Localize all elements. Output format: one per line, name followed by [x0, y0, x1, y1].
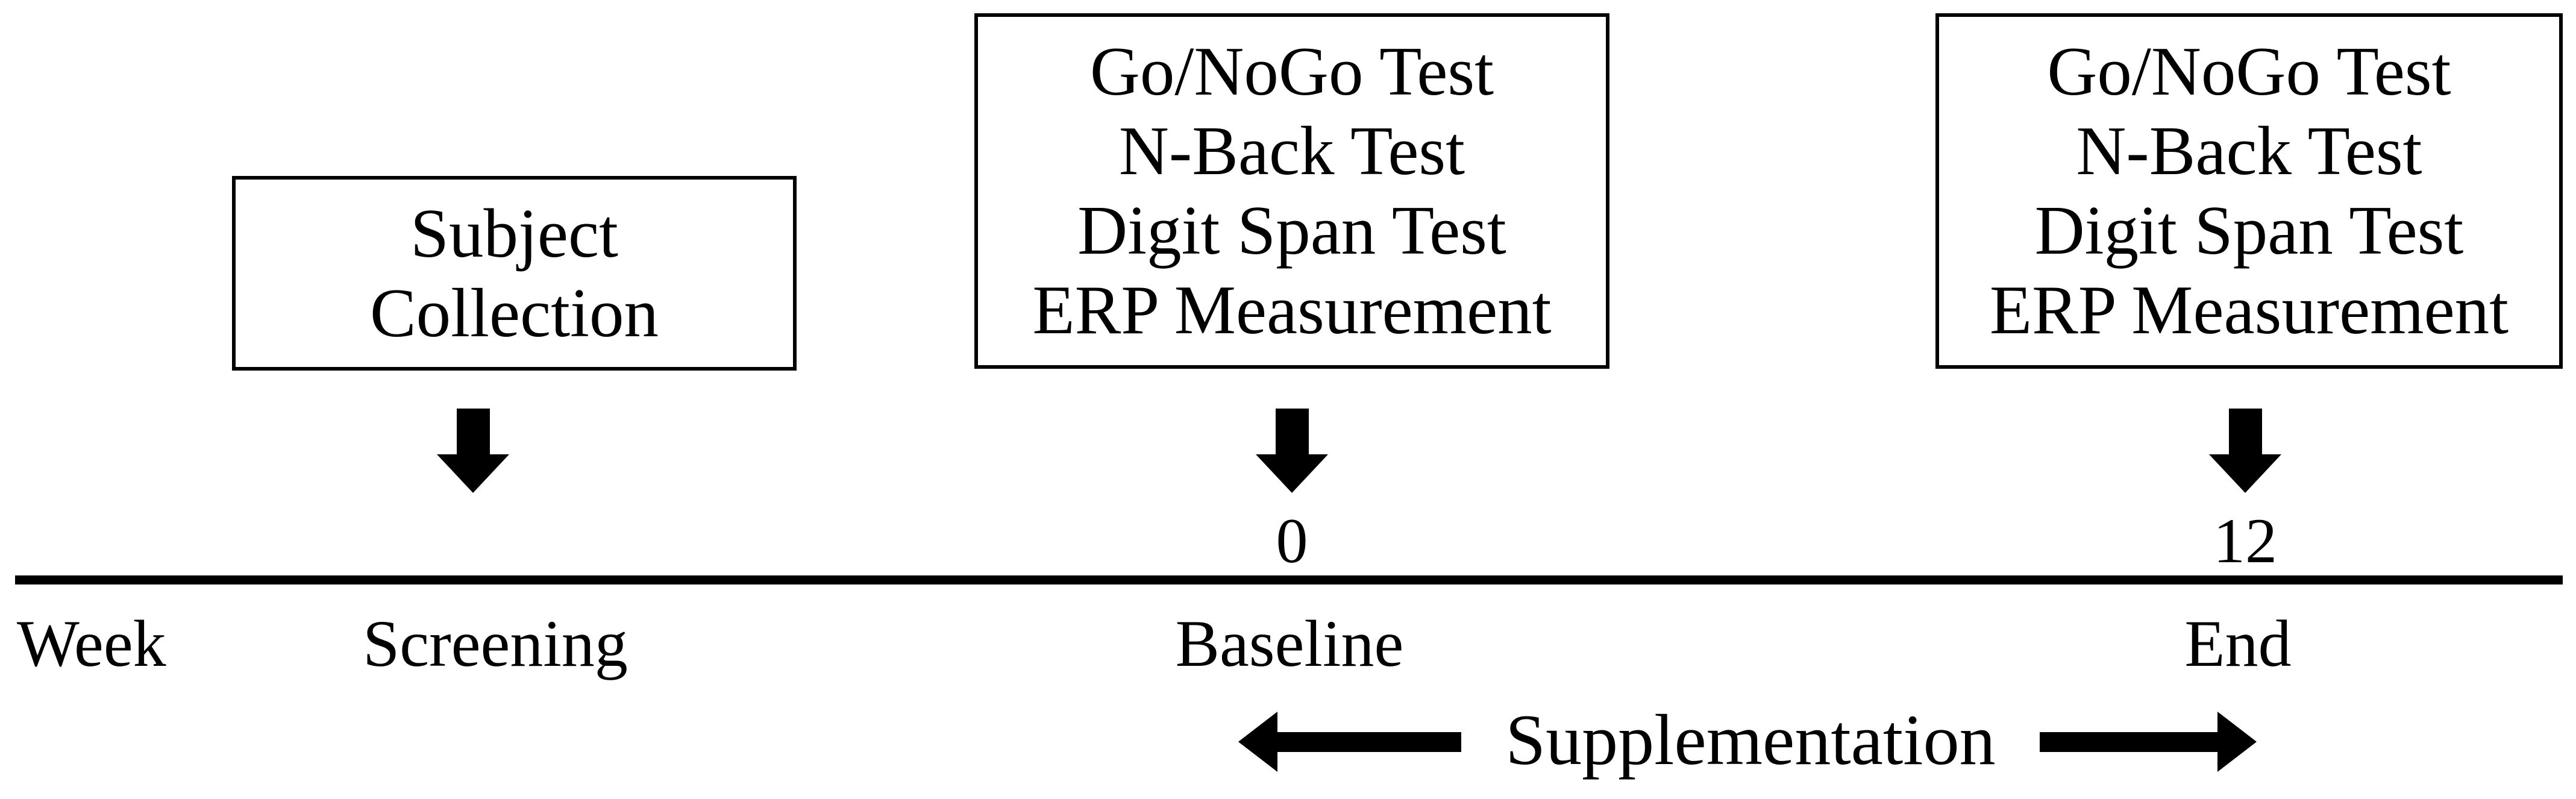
box-text-line: ERP Measurement [1989, 272, 2509, 348]
box-text-line: N-Back Test [2076, 113, 2422, 189]
baseline-tests-box: Go/NoGo Test N-Back Test Digit Span Test… [974, 13, 1609, 369]
box-text-line: N-Back Test [1118, 113, 1465, 189]
week-12-tick: 12 [2213, 506, 2277, 576]
supplementation-label: Supplementation [1505, 700, 1996, 780]
timeline-axis [15, 575, 2563, 584]
down-arrow-icon [437, 409, 509, 493]
left-arrow-shaft [1274, 732, 1461, 752]
stage-label-screening: Screening [363, 607, 628, 680]
box-text-line: Go/NoGo Test [2047, 33, 2451, 110]
box-text-line: Digit Span Test [1077, 192, 1506, 269]
down-arrow-head [2209, 454, 2281, 493]
box-text-line: Go/NoGo Test [1089, 33, 1494, 110]
box-text-line: Collection [369, 274, 659, 351]
left-arrow-icon [1238, 712, 1461, 772]
stage-label-baseline: Baseline [1175, 607, 1404, 680]
down-arrow-head [437, 454, 509, 493]
box-text-line: ERP Measurement [1032, 272, 1552, 348]
down-arrow-shaft [456, 409, 490, 454]
subject-collection-box: Subject Collection [232, 176, 797, 371]
right-arrow-icon [2040, 712, 2257, 772]
right-arrow-shaft [2040, 732, 2220, 752]
end-tests-box: Go/NoGo Test N-Back Test Digit Span Test… [1935, 13, 2563, 369]
down-arrow-shaft [2228, 409, 2262, 454]
week-axis-label: Week [17, 607, 166, 680]
box-text-line: Subject [410, 195, 618, 272]
down-arrow-head [1256, 454, 1328, 493]
down-arrow-shaft [1275, 409, 1309, 454]
right-arrow-head [2217, 712, 2257, 772]
box-text-line: Digit Span Test [2034, 192, 2464, 269]
down-arrow-icon [2209, 409, 2281, 493]
left-arrow-head [1238, 712, 1277, 772]
week-0-tick: 0 [1276, 506, 1308, 576]
stage-label-end: End [2184, 607, 2292, 680]
down-arrow-icon [1256, 409, 1328, 493]
